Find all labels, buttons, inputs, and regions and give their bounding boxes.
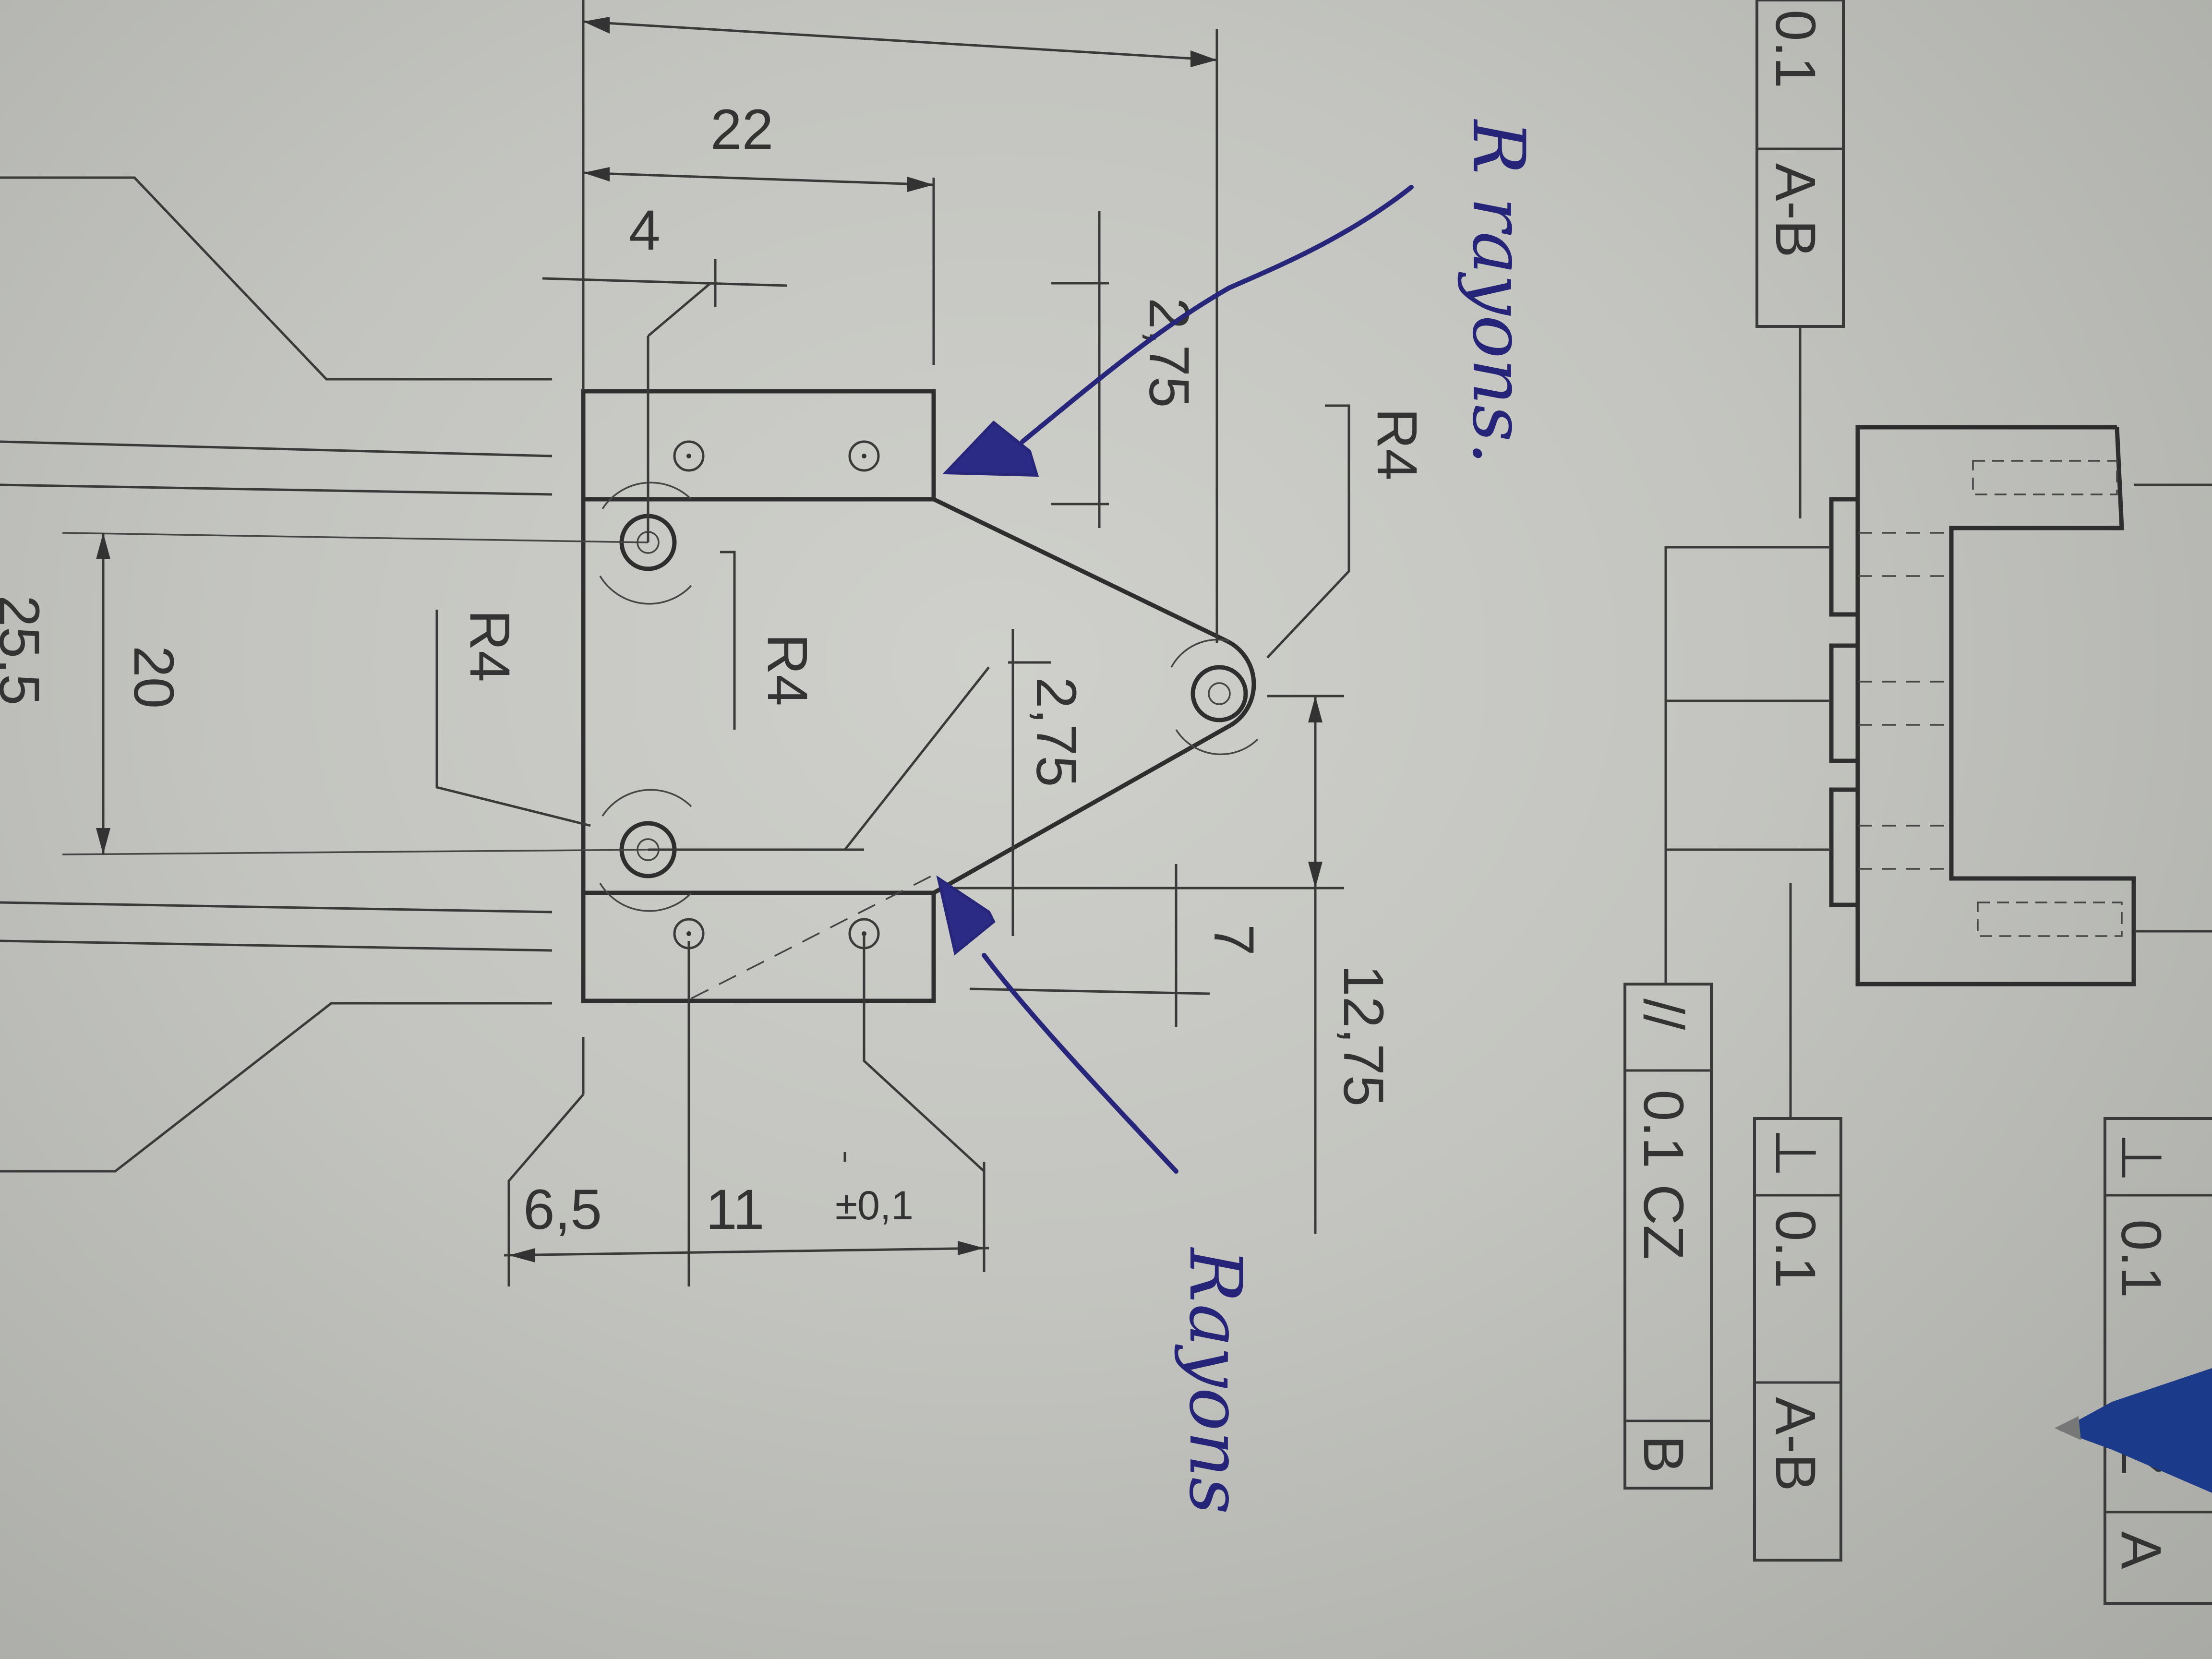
dim-6-5: 6,5 <box>523 1178 602 1241</box>
dim-tolerance: ±0,1 <box>835 1183 914 1228</box>
svg-text:0.1: 0.1 <box>1764 1210 1827 1288</box>
tolerance-frame-perpendicular: ⊥ 0.1 A-B <box>1753 1117 1842 1562</box>
pivot-hole-right <box>1170 638 1259 756</box>
svg-text:0.1: 0.1 <box>2109 1219 2173 1298</box>
hole-upper-1 <box>673 440 705 472</box>
dim-2-75-top: 2,75 <box>1137 298 1201 408</box>
svg-text:⊥: ⊥ <box>1764 1128 1827 1178</box>
note-r-rayons: R rayons. <box>1456 119 1540 465</box>
dim-2-75-mid: 2,75 <box>1024 677 1088 787</box>
svg-text:0.1: 0.1 <box>1764 10 1827 88</box>
dim-r4-right: R4 <box>1365 408 1429 481</box>
handwritten-annotations: R rayons. Rayons <box>936 119 1540 1514</box>
svg-text:A-B: A-B <box>1764 1397 1827 1491</box>
arrow-lower <box>982 953 1178 1174</box>
svg-text:A-B: A-B <box>1764 163 1827 258</box>
dim-7: 7 <box>1202 924 1265 956</box>
pen-tip-icon <box>2055 1368 2212 1493</box>
tolerance-frame-top: 0.1 A-B <box>1755 0 1845 328</box>
holes <box>599 440 1259 950</box>
dim-r4-left: R4 <box>458 610 521 682</box>
svg-text://: // <box>1632 998 1695 1030</box>
svg-text:0.1 CZ: 0.1 CZ <box>1632 1090 1695 1260</box>
svg-text:A: A <box>2109 1531 2173 1569</box>
tolerance-frame-parallel: // 0.1 CZ B <box>1623 983 1713 1490</box>
part-outline <box>581 389 1256 1003</box>
dim-22: 22 <box>710 98 773 161</box>
dim-20: 20 <box>122 646 185 709</box>
dim-11: 11 <box>706 1178 765 1241</box>
arrow-upper <box>1020 185 1414 444</box>
arrowheads <box>96 17 1322 1262</box>
dimension-texts: 22 4 2,75 R4 R4 R4 2,75 20 25,5 7 12,75 … <box>0 98 1429 1241</box>
svg-text:⊥: ⊥ <box>2109 1133 2173 1182</box>
u-part <box>1664 326 2212 1118</box>
dim-r4-center: R4 <box>756 634 819 706</box>
hole-upper-2 <box>848 440 880 472</box>
dim-4: 4 <box>629 199 661 262</box>
dim-12-75: 12,75 <box>1332 965 1395 1106</box>
dim-25-5: 25,5 <box>0 595 51 706</box>
tolerance-frame-far-right: ⊥ 0.1 Z A <box>2104 1117 2212 1605</box>
svg-text:B: B <box>1632 1435 1695 1473</box>
dimension-lines <box>102 20 1350 1286</box>
note-rayons: Rayons <box>1173 1247 1257 1514</box>
